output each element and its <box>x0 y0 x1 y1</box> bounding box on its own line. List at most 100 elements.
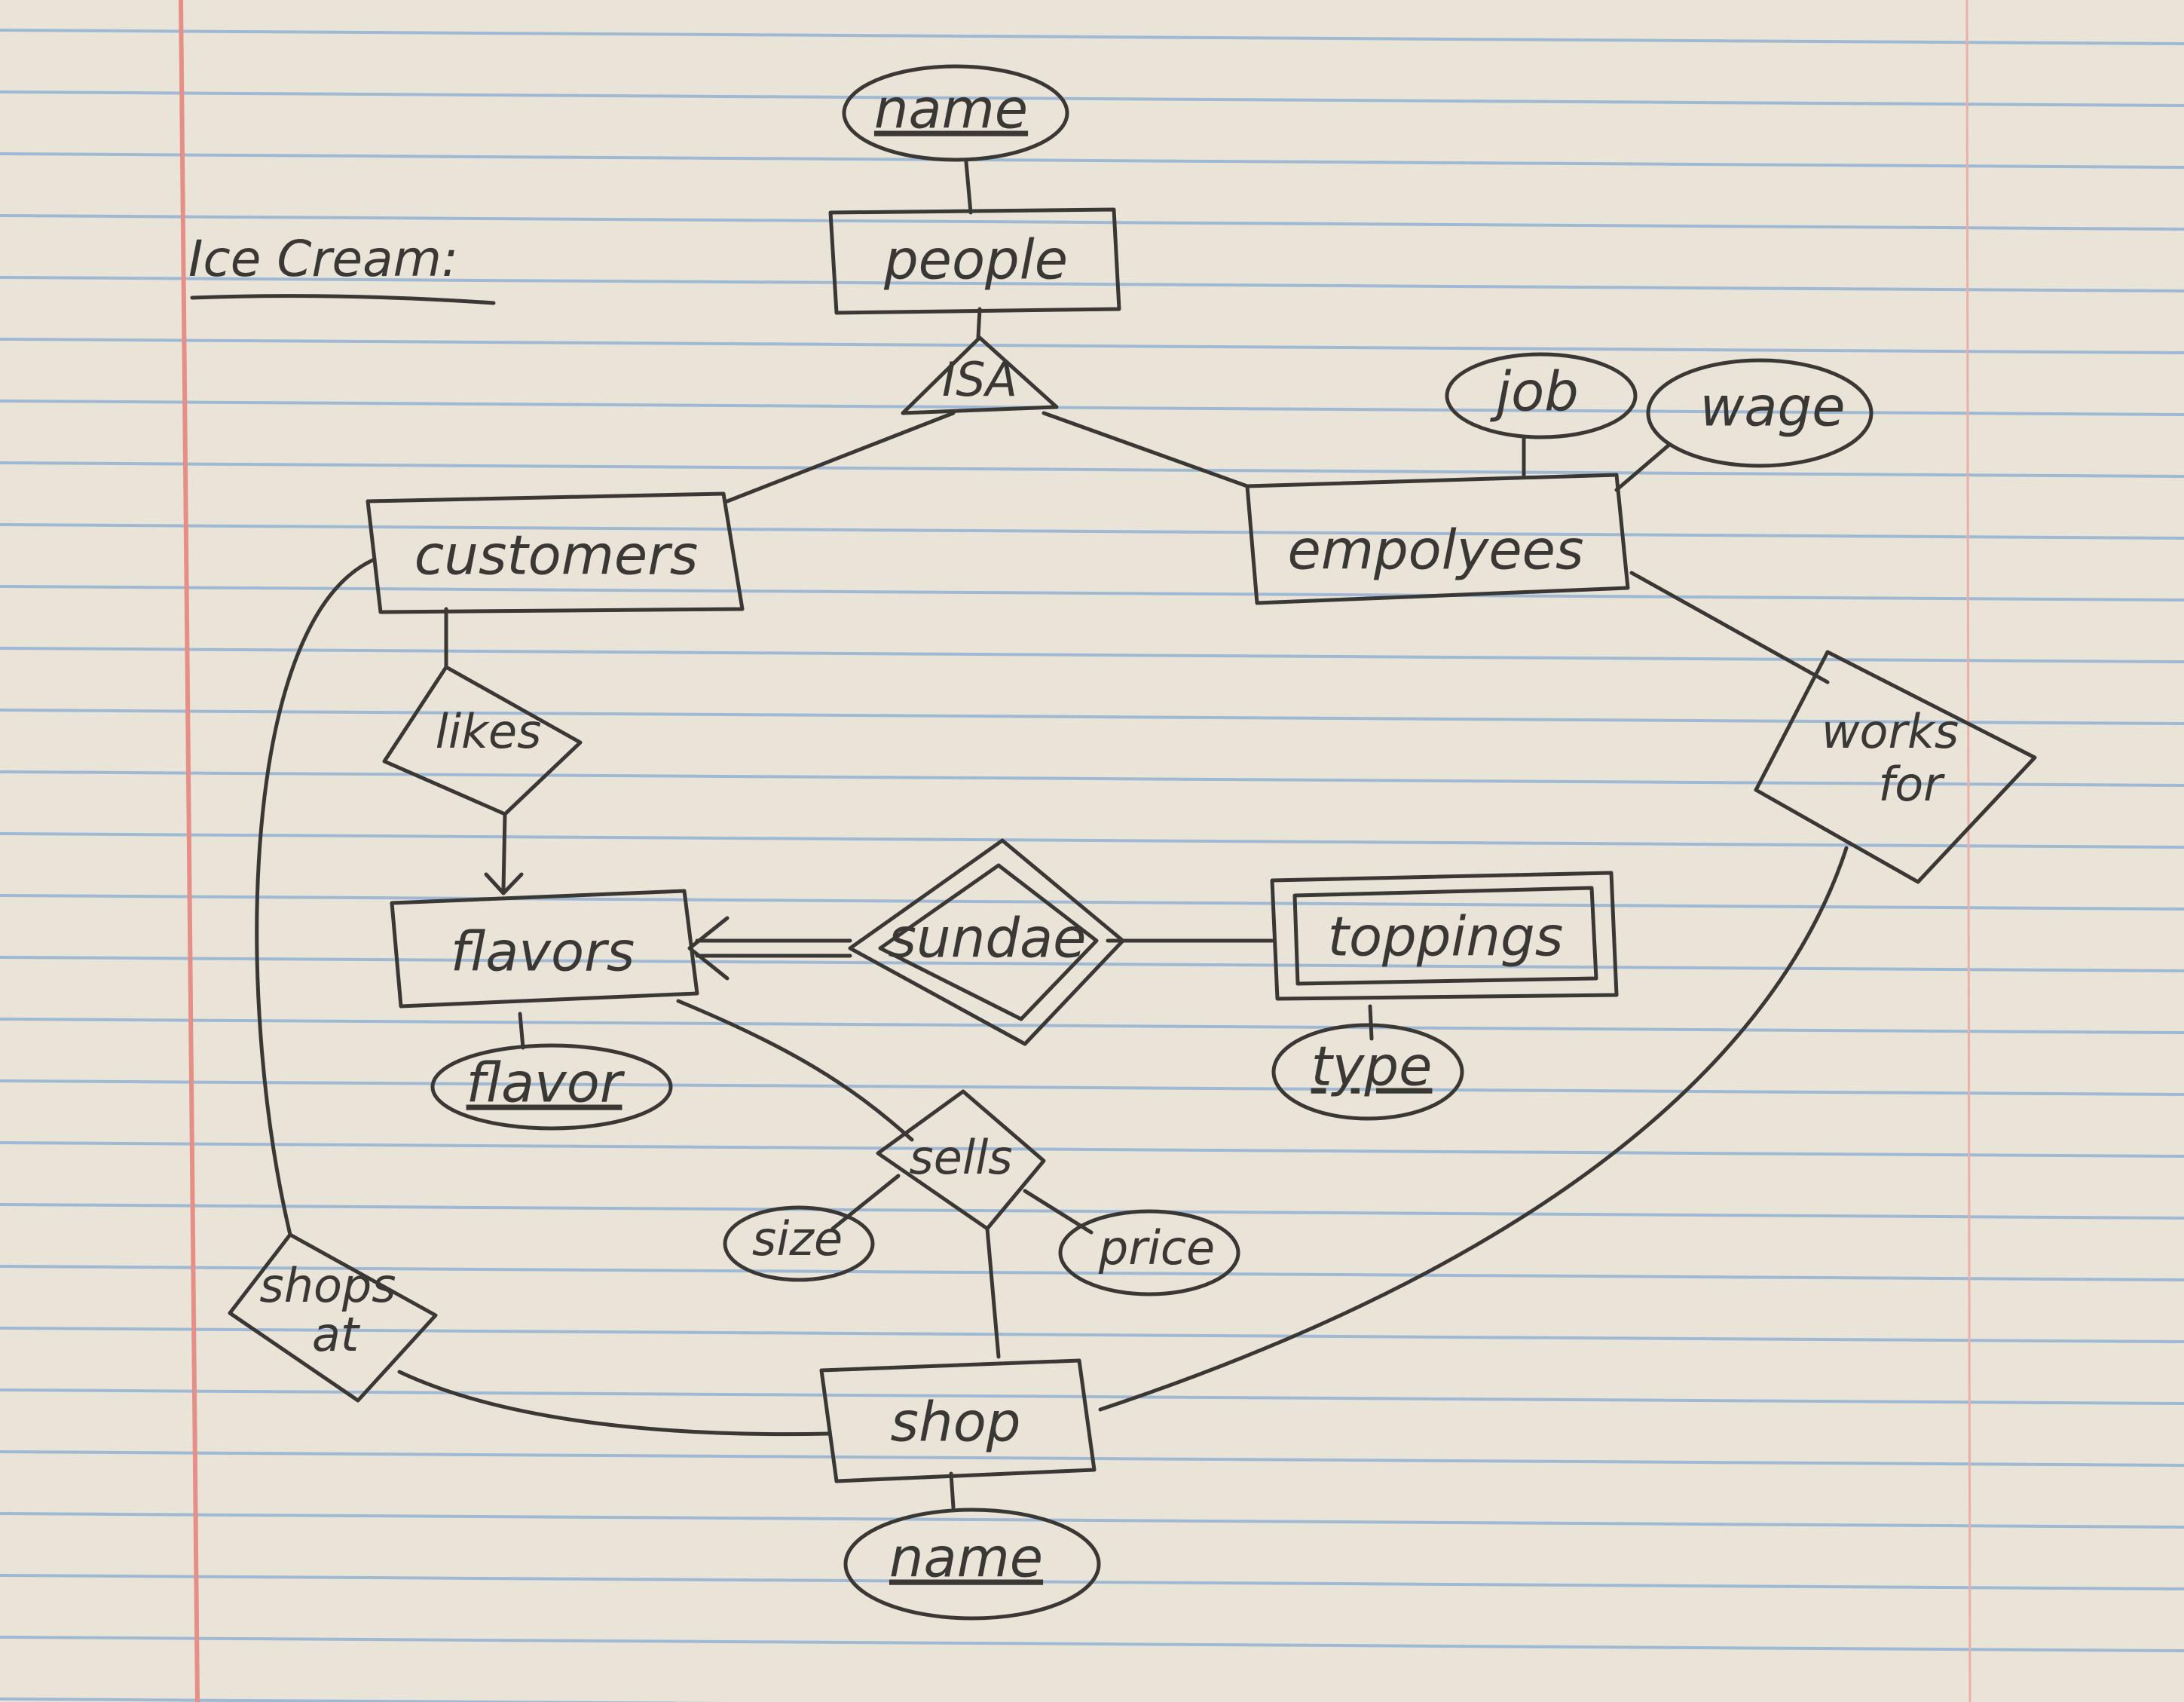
isa-triangle: ISA <box>901 335 1059 415</box>
ruled-line <box>0 276 2184 292</box>
ruled-line <box>0 585 2184 602</box>
ruled-line <box>0 647 2184 663</box>
flavors-sells-link <box>676 999 914 1142</box>
attribute-wage: wage <box>1646 358 1874 468</box>
ruled-line <box>0 1203 2184 1220</box>
shop-name-link <box>949 1471 956 1510</box>
entity-shop: shop <box>819 1358 1097 1483</box>
employees-worksfor-link <box>1629 571 1830 684</box>
price-ellipse <box>1058 1209 1240 1296</box>
isa-customers-link <box>725 411 956 504</box>
entity-flavors: flavors <box>390 889 699 1009</box>
ruled-line <box>0 338 2184 354</box>
sells-size-link <box>830 1174 901 1231</box>
people-label: people <box>883 228 1068 292</box>
ruled-line <box>0 1265 2184 1281</box>
worksfor-shop-link <box>1098 846 1849 1412</box>
people-name-link <box>964 160 973 215</box>
ruled-line <box>0 770 2184 787</box>
price-label: price <box>1098 1220 1215 1275</box>
entity-customers: customers <box>366 491 745 614</box>
works-for-label-line2: for <box>1878 757 1945 812</box>
ruled-line <box>0 1079 2184 1096</box>
ruled-line <box>0 709 2184 725</box>
connectors <box>255 160 1849 1510</box>
shops-at-label-line1: shops <box>259 1258 396 1313</box>
flavor-ellipse <box>430 1043 673 1131</box>
attribute-flavor: flavor <box>430 1043 673 1131</box>
toppings-type-link <box>1368 1004 1374 1041</box>
shop-name-label: name <box>889 1526 1043 1590</box>
wage-ellipse <box>1646 358 1874 468</box>
attribute-size: size <box>723 1205 875 1282</box>
size-ellipse <box>723 1205 875 1282</box>
entity-employees: empolyees <box>1245 473 1630 605</box>
isa-triangle-shape <box>901 335 1059 415</box>
ruled-line <box>0 1018 2184 1034</box>
type-label: type <box>1311 1035 1433 1098</box>
toppings-label: toppings <box>1328 905 1564 969</box>
shop-name-ellipse <box>843 1508 1101 1621</box>
ruled-line <box>0 523 2184 540</box>
employees-wage-link <box>1614 442 1672 492</box>
shops-at-diamond <box>228 1232 438 1403</box>
employees-box <box>1245 473 1630 605</box>
type-ellipse <box>1271 1023 1464 1121</box>
employees-label: empolyees <box>1288 519 1584 582</box>
people-isa-link <box>976 307 982 340</box>
sundae-label: sundae <box>889 907 1087 970</box>
flavor-label: flavor <box>466 1052 626 1115</box>
sundae-diamond-outer <box>848 838 1125 1046</box>
people-box <box>828 207 1121 315</box>
customers-box <box>366 491 745 614</box>
ruled-lines <box>0 29 2184 1702</box>
attribute-type: type <box>1271 1023 1464 1121</box>
attribute-shop-name: name <box>843 1508 1101 1621</box>
sundae-diamond-inner <box>878 863 1099 1021</box>
title-underline <box>190 294 496 305</box>
ruled-line <box>0 461 2184 478</box>
entity-toppings: toppings <box>1270 871 1619 1001</box>
relationship-shops-at: shops at <box>228 1232 438 1403</box>
right-margin-line <box>1965 0 1971 1702</box>
ruled-line <box>0 1636 2184 1652</box>
ruled-line <box>0 90 2184 107</box>
likes-flavors-link <box>501 812 507 892</box>
flavors-flavor-link <box>518 1012 525 1050</box>
isa-label: ISA <box>942 352 1017 407</box>
people-name-ellipse <box>842 64 1069 162</box>
likes-arrowhead <box>484 872 524 895</box>
works-for-label-line1: works <box>1822 704 1959 759</box>
likes-diamond <box>382 665 583 816</box>
likes-label: likes <box>436 704 542 759</box>
ruled-line <box>0 399 2184 416</box>
entity-people: people <box>828 207 1121 315</box>
shop-box <box>819 1358 1097 1483</box>
attribute-job: job <box>1445 352 1638 439</box>
diagram-title: Ice Cream: <box>188 230 458 288</box>
ruled-line <box>0 1512 2184 1529</box>
ruled-line <box>0 1697 729 1702</box>
isa-employees-link <box>1042 411 1250 488</box>
works-for-diamond <box>1754 650 2037 884</box>
ruled-line <box>0 1327 2184 1343</box>
attribute-people-name: name <box>842 64 1069 162</box>
ruled-line <box>0 214 2184 231</box>
customers-label: customers <box>414 524 699 587</box>
size-label: size <box>752 1211 843 1266</box>
sells-label: sells <box>909 1130 1012 1185</box>
job-ellipse <box>1445 352 1638 439</box>
customers-shopsat-link <box>255 557 377 1237</box>
relationship-works-for: works for <box>1754 650 2037 884</box>
toppings-outer-box <box>1270 871 1619 1001</box>
sells-diamond <box>876 1089 1046 1231</box>
shop-label: shop <box>891 1391 1021 1454</box>
wage-label: wage <box>1699 375 1845 439</box>
attribute-price: price <box>1058 1209 1240 1296</box>
relationship-sells: sells <box>876 1089 1046 1231</box>
shops-at-label-line2: at <box>312 1307 361 1362</box>
flavors-label: flavors <box>451 920 635 984</box>
flavors-box <box>390 889 699 1009</box>
